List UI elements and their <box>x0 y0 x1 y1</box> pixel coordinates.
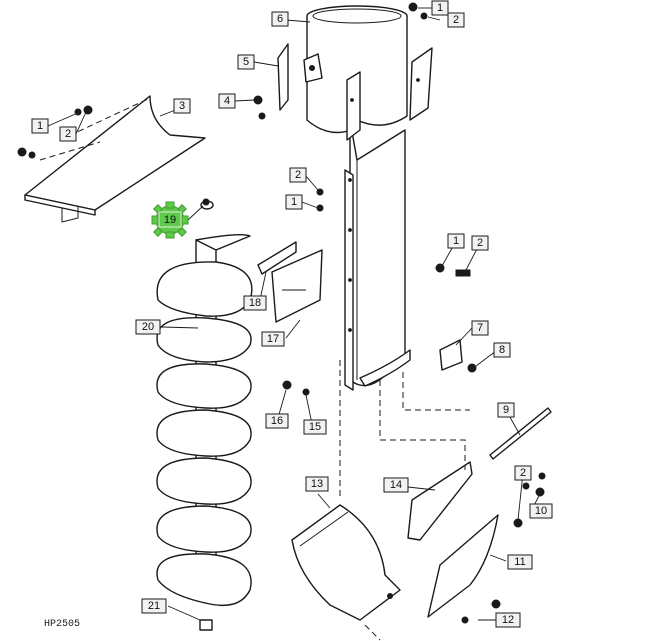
svg-text:7: 7 <box>477 322 483 334</box>
callout-1-top[interactable]: 1 <box>431 0 449 16</box>
callout-5[interactable]: 5 <box>237 54 255 70</box>
callout-4[interactable]: 4 <box>218 93 236 109</box>
callout-6[interactable]: 6 <box>271 11 289 27</box>
callout-2-top[interactable]: 2 <box>447 12 465 28</box>
svg-text:13: 13 <box>311 478 323 490</box>
callout-21[interactable]: 21 <box>141 598 167 614</box>
callout-18[interactable]: 18 <box>243 295 267 311</box>
svg-text:1: 1 <box>453 235 459 247</box>
svg-text:16: 16 <box>271 415 283 427</box>
svg-text:2: 2 <box>520 467 526 479</box>
svg-text:2: 2 <box>477 237 483 249</box>
svg-text:9: 9 <box>503 404 509 416</box>
hardware <box>202 2 546 624</box>
callout-17[interactable]: 17 <box>261 331 285 347</box>
callout-19-highlight[interactable]: 19 <box>151 201 189 239</box>
svg-text:5: 5 <box>243 56 249 68</box>
svg-text:1: 1 <box>37 120 43 132</box>
callout-1-left[interactable]: 1 <box>31 118 49 134</box>
svg-text:8: 8 <box>499 344 505 356</box>
discharge-chute <box>291 360 499 641</box>
callout-20[interactable]: 20 <box>135 319 161 335</box>
callout-2-mid[interactable]: 2 <box>289 167 307 183</box>
brackets-17-18 <box>257 241 323 323</box>
rod-9 <box>489 407 552 460</box>
callout-12[interactable]: 12 <box>495 612 521 628</box>
svg-text:18: 18 <box>249 297 261 309</box>
svg-text:4: 4 <box>224 95 230 107</box>
callout-16[interactable]: 16 <box>265 413 289 429</box>
svg-text:6: 6 <box>277 13 283 25</box>
callout-1-mid[interactable]: 1 <box>285 194 303 210</box>
svg-text:17: 17 <box>267 333 279 345</box>
callout-1-right[interactable]: 1 <box>447 233 465 249</box>
callout-3[interactable]: 3 <box>173 98 191 114</box>
svg-text:15: 15 <box>309 421 321 433</box>
callout-14[interactable]: 14 <box>383 477 409 493</box>
svg-text:19: 19 <box>164 214 176 226</box>
callout-9[interactable]: 9 <box>497 402 515 418</box>
gear-icon <box>151 201 189 239</box>
svg-text:2: 2 <box>453 14 459 26</box>
callout-7[interactable]: 7 <box>471 320 489 336</box>
svg-text:14: 14 <box>390 479 402 491</box>
svg-text:10: 10 <box>535 505 547 517</box>
svg-text:1: 1 <box>437 2 443 14</box>
bracket-5 <box>277 43 323 111</box>
callout-2-lower[interactable]: 2 <box>514 465 532 481</box>
svg-text:21: 21 <box>148 600 160 612</box>
callout-8[interactable]: 8 <box>493 342 511 358</box>
figure-code: HP2505 <box>44 619 80 630</box>
callout-labels: 1 2 6 5 4 3 1 2 2 1 19 1 2 18 <box>31 0 553 628</box>
callout-2-right[interactable]: 2 <box>471 235 489 251</box>
auger-flighting <box>156 200 253 631</box>
svg-text:2: 2 <box>295 169 301 181</box>
callout-11[interactable]: 11 <box>507 554 533 570</box>
callout-15[interactable]: 15 <box>303 419 327 435</box>
svg-text:20: 20 <box>142 321 154 333</box>
cover-plate-3 <box>17 95 206 223</box>
callout-13[interactable]: 13 <box>305 476 329 492</box>
auger-tube <box>306 5 433 391</box>
callout-10[interactable]: 10 <box>529 503 553 519</box>
leader-lines <box>47 7 541 621</box>
svg-text:12: 12 <box>502 614 514 626</box>
callout-2-left[interactable]: 2 <box>59 126 77 142</box>
svg-text:11: 11 <box>514 556 525 568</box>
svg-text:1: 1 <box>291 196 297 208</box>
svg-text:3: 3 <box>179 100 185 112</box>
svg-text:2: 2 <box>65 128 71 140</box>
